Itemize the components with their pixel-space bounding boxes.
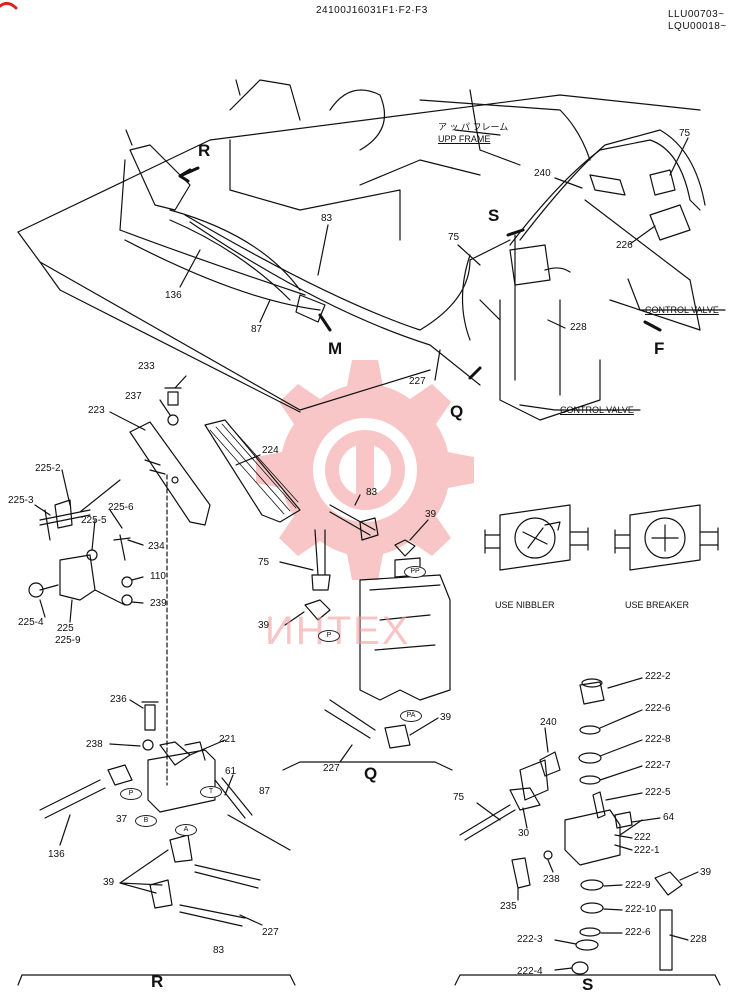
use-breaker-label: USE BREAKER: [625, 600, 690, 610]
part-label: 83: [213, 945, 225, 956]
part-label: 225-6: [108, 502, 134, 513]
part-label: 234: [148, 541, 165, 552]
part-label: 39: [103, 877, 115, 888]
part-label: 225-3: [8, 495, 34, 506]
part-label: 239: [150, 598, 167, 609]
part-label: 223: [88, 405, 105, 416]
upper-frame-label: UPP FRAME: [438, 134, 491, 144]
part-label: 238: [86, 739, 103, 750]
port-marker-PP: PP: [404, 566, 426, 578]
part-label: 222-6: [645, 703, 671, 714]
part-label: 39: [258, 620, 270, 631]
use-nibbler-label: USE NIBBLER: [495, 600, 555, 610]
part-label: 30: [518, 828, 530, 839]
part-label: 222: [634, 832, 651, 843]
serial-range-1: LLU00703~: [668, 9, 725, 20]
part-label: 233: [138, 361, 155, 372]
part-label: 227: [262, 927, 279, 938]
view-label-S: S: [488, 206, 500, 225]
part-label: 110: [150, 571, 166, 582]
part-label: 228: [690, 934, 707, 945]
part-label: 222-7: [645, 760, 671, 771]
port-marker-PA: PA: [400, 710, 422, 722]
part-label: 75: [453, 792, 465, 803]
view-label-R: R: [198, 141, 211, 160]
control-valve-label-1: CONTROL VALVE: [645, 305, 719, 315]
part-label: 83: [321, 213, 333, 224]
part-label: 39: [700, 867, 712, 878]
port-marker-P-q: P: [318, 630, 340, 642]
view-label-M: M: [328, 339, 343, 358]
part-label: 222-2: [645, 671, 671, 682]
part-label: 75: [679, 128, 691, 139]
part-label: 222-10: [625, 904, 657, 915]
part-label: 225-9: [55, 635, 81, 646]
part-label: 240: [540, 717, 557, 728]
part-label: 227: [323, 763, 340, 774]
part-label: 227: [409, 376, 426, 387]
part-label: 222-5: [645, 787, 671, 798]
part-label: 226: [616, 240, 633, 251]
port-marker-A: A: [175, 824, 197, 836]
part-label: 240: [534, 168, 551, 179]
watermark-gear-icon: [256, 360, 474, 580]
watermark-text: ИНТЕХ: [265, 609, 411, 653]
serial-range-2: LQU00018~: [668, 21, 727, 32]
part-label: 61: [225, 766, 237, 777]
view-label-F: F: [654, 339, 665, 358]
part-label: 39: [425, 509, 437, 520]
part-label: 222-9: [625, 880, 651, 891]
port-marker-P-r: P: [120, 788, 142, 800]
port-marker-B: B: [135, 815, 157, 827]
view-label-Q: Q: [450, 402, 464, 421]
part-label: 87: [251, 324, 263, 335]
part-label: 222-8: [645, 734, 671, 745]
control-valve-label-2: CONTROL VALVE: [560, 405, 634, 415]
caption-R: R: [151, 972, 164, 991]
part-label: 87: [259, 786, 271, 797]
part-label: 238: [543, 874, 560, 885]
part-label: 224: [262, 445, 279, 456]
part-label: 83: [366, 487, 378, 498]
part-label: 228: [570, 322, 587, 333]
part-label: 136: [48, 849, 65, 860]
part-label: 222-3: [517, 934, 543, 945]
part-label: 222-4: [517, 966, 543, 977]
part-label: 237: [125, 391, 142, 402]
part-label: 235: [500, 901, 517, 912]
part-label: 64: [663, 812, 675, 823]
part-label: 136: [165, 290, 182, 301]
part-label: 225-5: [81, 515, 107, 526]
nibbler-valve-drawing: [484, 504, 589, 571]
drawing-code: 24100J16031F1·F2·F3: [316, 5, 428, 16]
part-label: 225-2: [35, 463, 61, 474]
part-label: 222-6: [625, 927, 651, 938]
part-label: 221: [219, 734, 236, 745]
part-label: 225: [57, 623, 74, 634]
port-marker-T: T: [200, 786, 222, 798]
upper-frame-jp: ア ッ パ フレーム: [438, 122, 509, 132]
part-label: 236: [110, 694, 127, 705]
part-label: 75: [448, 232, 460, 243]
part-label: 37: [116, 814, 128, 825]
caption-Q: Q: [364, 764, 378, 783]
part-label: 39: [440, 712, 452, 723]
part-label: 225-4: [18, 617, 44, 628]
part-label: 75: [258, 557, 270, 568]
part-label: 222-1: [634, 845, 660, 856]
breaker-valve-drawing: [614, 504, 719, 571]
caption-S: S: [582, 975, 594, 994]
